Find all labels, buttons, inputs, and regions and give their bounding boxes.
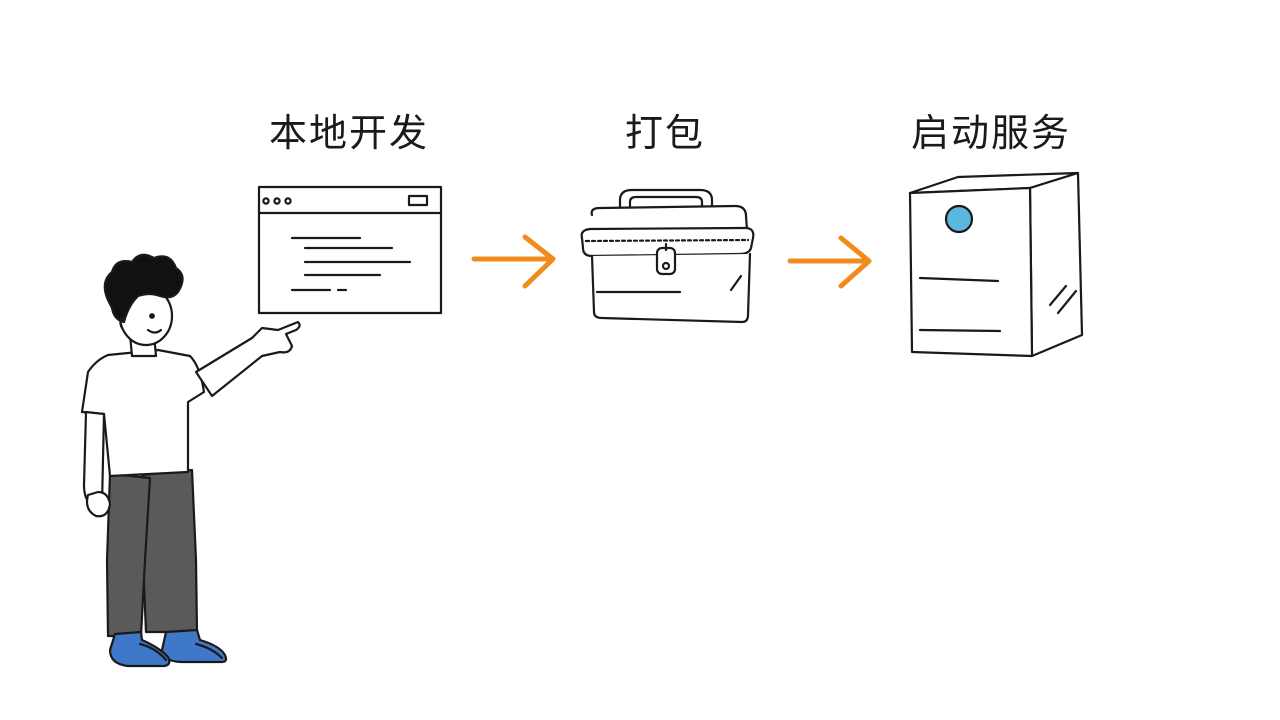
step-label-local-dev: 本地开发: [268, 111, 430, 155]
step-label-start-service: 启动服务: [910, 111, 1072, 155]
package-box-icon: [580, 188, 755, 324]
person-pointing-icon: [80, 253, 301, 668]
arrow-right-icon: [471, 234, 556, 289]
step-label-package: 打包: [624, 111, 706, 155]
server-tower-icon: [908, 171, 1084, 358]
browser-window-icon: [257, 185, 443, 315]
arrow-right-icon: [787, 235, 872, 289]
